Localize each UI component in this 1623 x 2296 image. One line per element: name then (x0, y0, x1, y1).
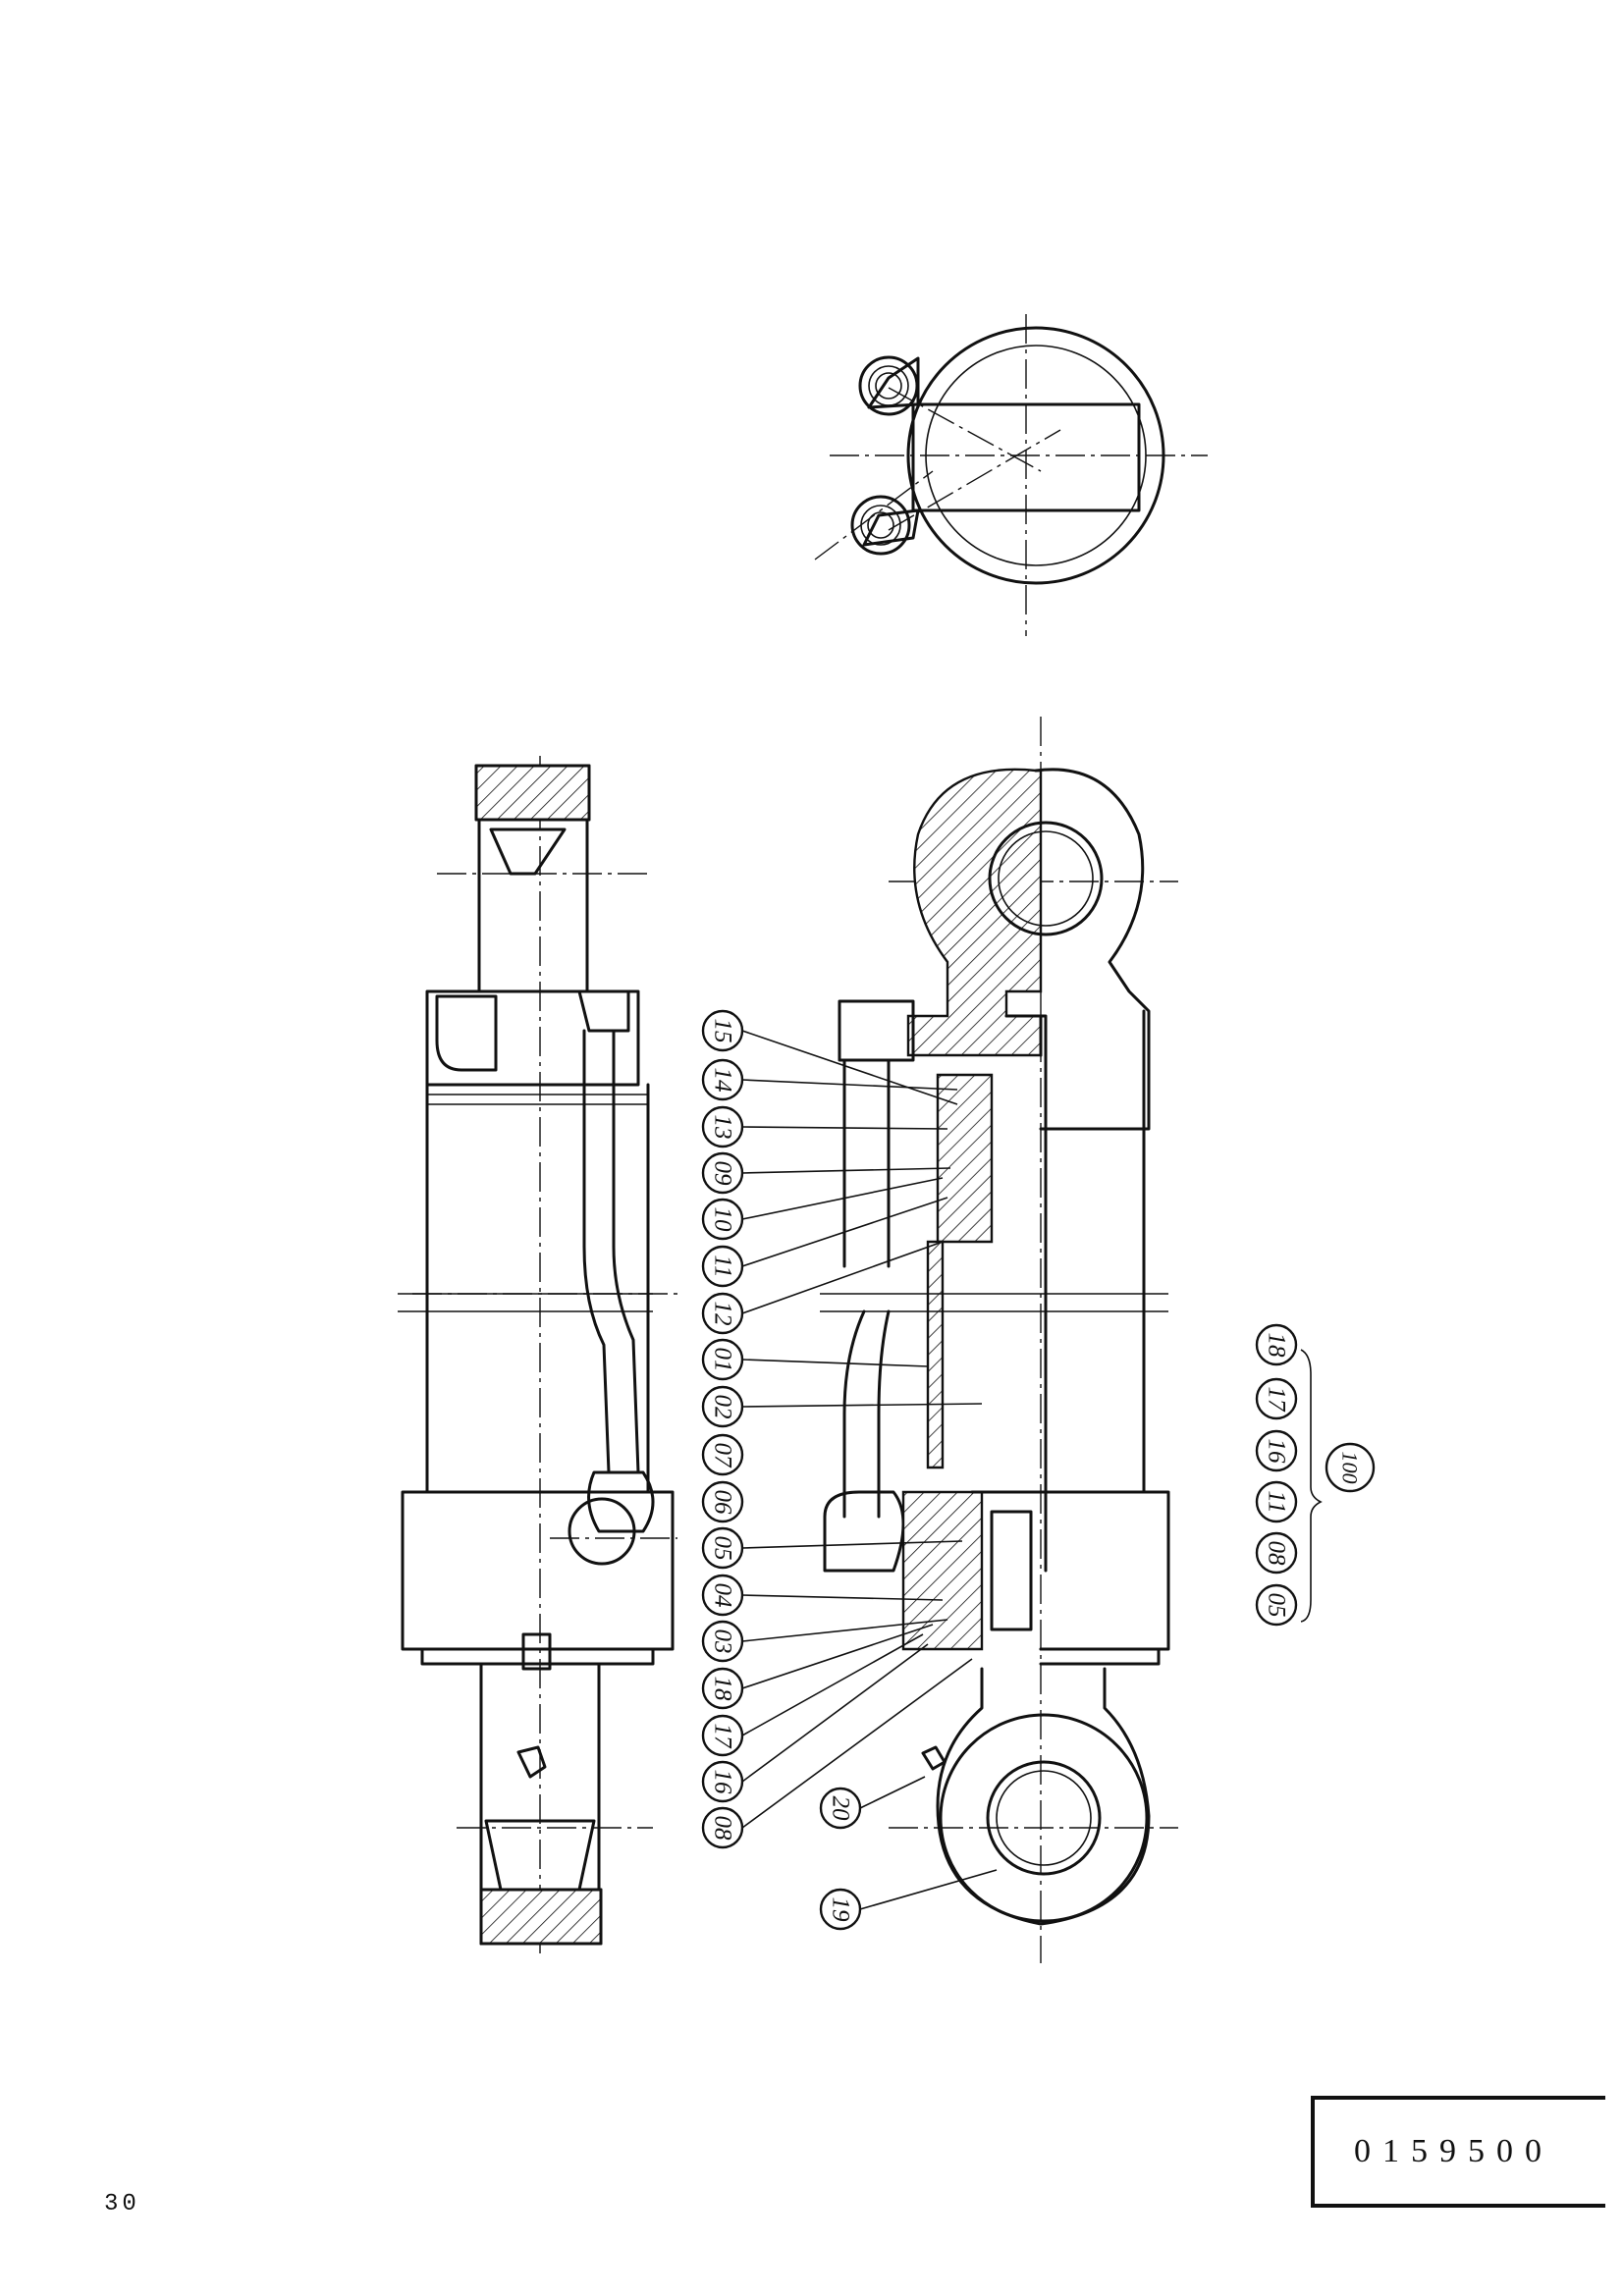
callout-08: 08 (701, 1806, 744, 1849)
callout-leaders (741, 1030, 1323, 1910)
seal-kit-item-text: 18 (1264, 1333, 1290, 1359)
callout-03-text: 03 (710, 1629, 736, 1654)
callout-18: 18 (701, 1667, 744, 1710)
drawing-number: 0159500 (1354, 2133, 1553, 2169)
callout-09-text: 09 (710, 1161, 736, 1187)
callout-05-text: 05 (710, 1536, 736, 1561)
seal-kit-item: 18 (1255, 1323, 1298, 1366)
callout-10-text: 10 (710, 1207, 736, 1233)
seal-kit-item: 11 (1255, 1480, 1298, 1523)
callout-20: 20 (819, 1787, 862, 1830)
callout-12-text: 12 (710, 1302, 736, 1326)
callout-15-text: 15 (710, 1019, 736, 1043)
callout-01-text: 01 (710, 1348, 736, 1372)
section-view (820, 717, 1178, 1963)
callout-19-text: 19 (828, 1897, 854, 1923)
callout-bubbles: 15 14 13 09 10 11 12 01 02 07 06 05 04 0… (701, 1009, 862, 1931)
callout-13: 13 (701, 1105, 744, 1148)
seal-kit-item: 17 (1255, 1377, 1298, 1420)
seal-kit-item: 08 (1255, 1531, 1298, 1575)
callout-04-text: 04 (710, 1583, 736, 1608)
end-view-upper-lug (858, 355, 919, 416)
end-view-lower-lug (850, 495, 911, 556)
callout-07-text: 07 (710, 1443, 736, 1469)
seal-kit-item-text: 05 (1264, 1593, 1290, 1618)
seal-kit-item: 05 (1255, 1583, 1298, 1627)
callout-09: 09 (701, 1151, 744, 1195)
drawing-number-box: 0159500 (1311, 2096, 1605, 2208)
callout-02: 02 (701, 1385, 744, 1428)
seal-kit-item-text: 08 (1264, 1541, 1290, 1567)
callout-08-text: 08 (710, 1816, 736, 1842)
seal-kit-group: 18 17 16 11 08 05 100 (1255, 1323, 1376, 1627)
seal-kit-item-text: 16 (1264, 1439, 1290, 1465)
callout-14-text: 14 (710, 1068, 736, 1093)
callout-06-text: 06 (710, 1490, 736, 1516)
callout-13-text: 13 (710, 1115, 736, 1140)
callout-14: 14 (701, 1058, 744, 1101)
page-number: 30 (104, 2191, 140, 2217)
callout-16: 16 (701, 1760, 744, 1803)
seal-kit-item-text: 17 (1264, 1387, 1290, 1414)
callout-15: 15 (701, 1009, 744, 1052)
callout-12: 12 (701, 1292, 744, 1335)
callout-10: 10 (701, 1198, 744, 1241)
callout-04: 04 (701, 1574, 744, 1617)
callout-05: 05 (701, 1526, 744, 1570)
seal-kit-item-text: 11 (1264, 1490, 1290, 1513)
seal-kit-number-text: 100 (1338, 1452, 1363, 1484)
callout-11-text: 11 (710, 1255, 736, 1277)
callout-20-text: 20 (828, 1796, 854, 1822)
callout-19: 19 (819, 1888, 862, 1931)
callout-01: 01 (701, 1338, 744, 1381)
callout-02-text: 02 (710, 1395, 736, 1419)
callout-03: 03 (701, 1620, 744, 1663)
side-view (398, 756, 677, 1953)
callout-06: 06 (701, 1480, 744, 1523)
end-view (814, 314, 1208, 636)
callout-11: 11 (701, 1245, 744, 1288)
callout-18-text: 18 (710, 1677, 736, 1702)
callout-07: 07 (701, 1433, 744, 1476)
callout-17-text: 17 (710, 1724, 736, 1750)
callout-17: 17 (701, 1714, 744, 1757)
callout-16-text: 16 (710, 1770, 736, 1795)
seal-kit-number: 100 (1325, 1442, 1376, 1493)
seal-kit-item: 16 (1255, 1429, 1298, 1472)
